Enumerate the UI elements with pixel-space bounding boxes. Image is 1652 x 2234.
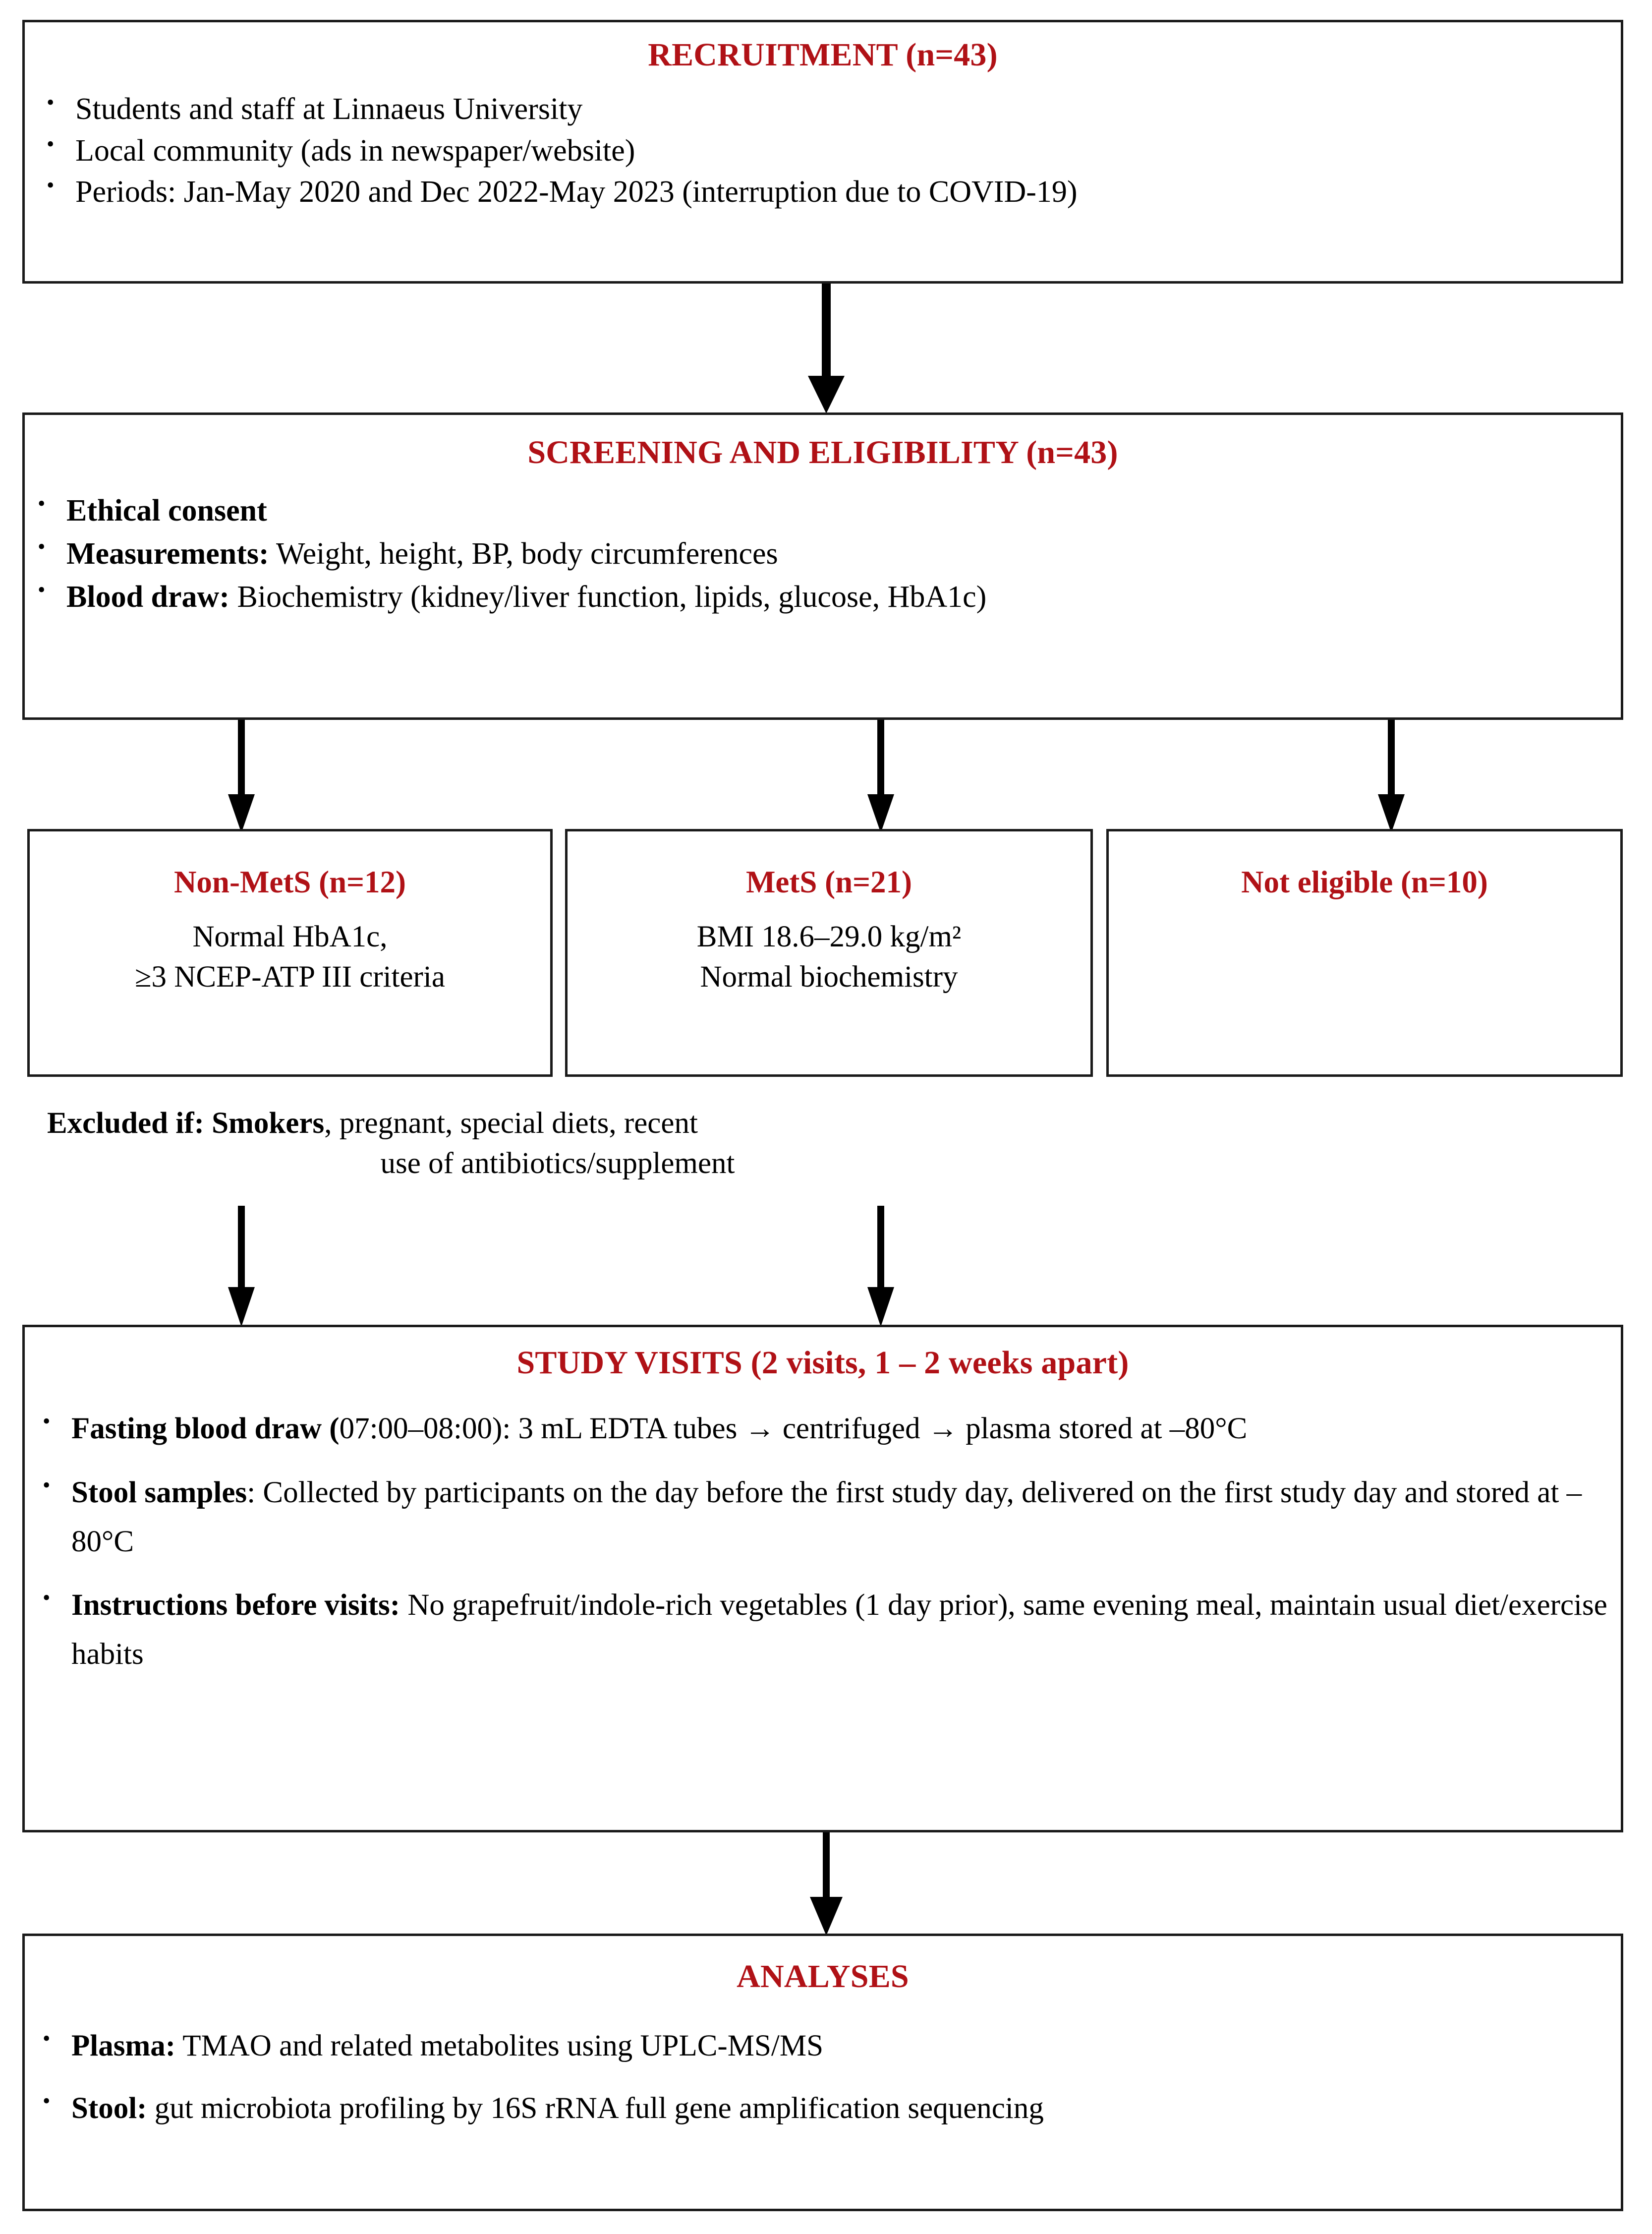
list-item: Fasting blood draw (07:00–08:00): 3 mL E…: [35, 1404, 1621, 1454]
node-analyses: ANALYSES Plasma: TMAO and related metabo…: [22, 1934, 1623, 2211]
node-not-eligible: Not eligible (n=10): [1106, 829, 1623, 1077]
screening-title: SCREENING AND ELIGIBILITY (n=43): [527, 434, 1118, 470]
screening-bullets: Ethical consent Measurements: Weight, he…: [25, 488, 1621, 619]
arrow-recruitment-to-screening: [804, 284, 849, 413]
bullet-label: Fasting blood draw (: [71, 1412, 340, 1445]
bullet-label: Ethical consent: [66, 494, 267, 528]
recruitment-bullets: Students and staff at Linnaeus Universit…: [25, 88, 1621, 213]
list-item: Local community (ads in newspaper/websit…: [39, 129, 1621, 172]
bullet-text: TMAO and related metabolites using UPLC-…: [175, 2029, 823, 2062]
arrow-screening-to-non-mets: [224, 720, 259, 833]
list-item: Plasma: TMAO and related metabolites usi…: [35, 2022, 1621, 2069]
bullet-label: Blood draw:: [66, 580, 229, 614]
criteria-line: ≥3 NCEP-ATP III criteria: [135, 960, 445, 994]
analyses-bullets: Plasma: TMAO and related metabolites usi…: [25, 2022, 1621, 2131]
list-item: Students and staff at Linnaeus Universit…: [39, 88, 1621, 130]
bullet-text: 07:00–08:00): 3 mL EDTA tubes → centrifu…: [339, 1412, 1248, 1445]
bullet-label: Instructions before visits:: [71, 1588, 400, 1622]
bullet-text: : Collected by participants on the day b…: [71, 1475, 1582, 1558]
node-study-visits: STUDY VISITS (2 visits, 1 – 2 weeks apar…: [22, 1325, 1623, 1832]
bullet-text: Weight, height, BP, body circumferences: [269, 536, 778, 571]
not-eligible-title: Not eligible (n=10): [1241, 865, 1488, 899]
bullet-label: Stool samples: [71, 1475, 247, 1509]
analyses-title: ANALYSES: [737, 1958, 909, 1995]
node-non-mets: Non-MetS (n=12) Normal HbA1c, ≥3 NCEP-AT…: [27, 829, 553, 1077]
arrow-non-mets-to-study-visits: [224, 1206, 259, 1327]
node-recruitment: RECRUITMENT (n=43) Students and staff at…: [22, 20, 1623, 284]
exclusion-note: Excluded if: Smokers, pregnant, special …: [47, 1104, 1038, 1183]
list-item: Blood draw: Biochemistry (kidney/liver f…: [30, 575, 1621, 619]
list-item: Measurements: Weight, height, BP, body c…: [30, 531, 1621, 576]
exclusion-line-2: use of antibiotics/supplement: [380, 1146, 735, 1180]
list-item: Ethical consent: [30, 488, 1621, 532]
bullet-text: No grapefruit/indole-rich vegetables (1 …: [71, 1588, 1607, 1671]
bullet-label: Measurements:: [66, 536, 269, 571]
criteria-line: BMI 18.6–29.0 kg/m²: [696, 920, 962, 953]
exclusion-line-1: Excluded if: Smokers, pregnant, special …: [47, 1104, 1038, 1144]
arrow-screening-to-mets: [863, 720, 898, 833]
arrow-screening-to-not-eligible: [1374, 720, 1409, 833]
mets-criteria: BMI 18.6–29.0 kg/m² Normal biochemistry: [568, 917, 1090, 997]
criteria-line: Normal HbA1c,: [192, 920, 388, 953]
node-screening-eligibility: SCREENING AND ELIGIBILITY (n=43) Ethical…: [22, 412, 1623, 720]
bullet-label: Stool:: [71, 2091, 147, 2125]
node-mets: MetS (n=21) BMI 18.6–29.0 kg/m² Normal b…: [565, 829, 1093, 1077]
study-visits-title: STUDY VISITS (2 visits, 1 – 2 weeks apar…: [516, 1345, 1129, 1381]
bullet-text: Biochemistry (kidney/liver function, lip…: [229, 580, 987, 614]
list-item: Stool: gut microbiota profiling by 16S r…: [35, 2085, 1621, 2131]
non-mets-title: Non-MetS (n=12): [173, 865, 406, 899]
recruitment-title: RECRUITMENT (n=43): [648, 37, 998, 73]
arrow-study-visits-to-analyses: [804, 1832, 849, 1936]
criteria-line: Normal biochemistry: [700, 960, 958, 994]
list-item: Instructions before visits: No grapefrui…: [35, 1580, 1621, 1679]
list-item: Periods: Jan-May 2020 and Dec 2022-May 2…: [39, 171, 1621, 213]
list-item: Stool samples: Collected by participants…: [35, 1468, 1621, 1567]
arrow-mets-to-study-visits: [863, 1206, 898, 1327]
non-mets-criteria: Normal HbA1c, ≥3 NCEP-ATP III criteria: [30, 917, 550, 997]
mets-title: MetS (n=21): [745, 865, 912, 899]
study-visits-bullets: Fasting blood draw (07:00–08:00): 3 mL E…: [25, 1404, 1621, 1679]
exclusion-text: , pregnant, special diets, recent: [324, 1107, 698, 1140]
bullet-label: Plasma:: [71, 2029, 176, 2062]
exclusion-label: Excluded if: Smokers: [47, 1107, 325, 1140]
bullet-text: gut microbiota profiling by 16S rRNA ful…: [147, 2091, 1044, 2125]
